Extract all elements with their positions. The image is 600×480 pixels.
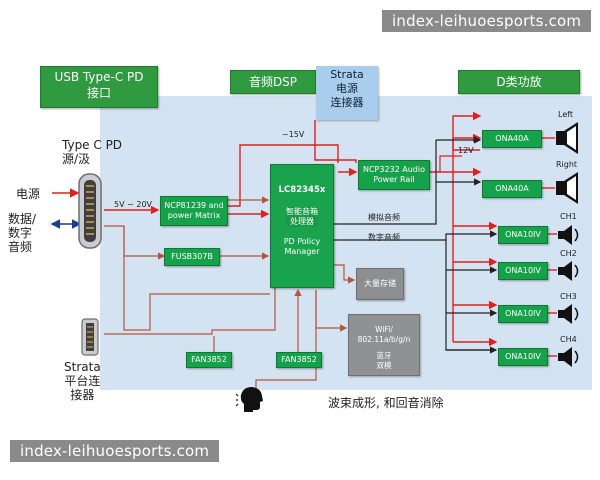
- speaker-label-left: Left: [558, 110, 574, 119]
- lc82345x-block: LC82345x 智能音箱 处理器 PD Policy Manager: [270, 164, 334, 288]
- typec-connector-icon: [78, 173, 102, 249]
- speaker-label-right: Right: [556, 160, 578, 169]
- wifi-label: WiFi/ 802.11a/b/g/n: [357, 325, 411, 344]
- pd-policy-manager-label: PD Policy Manager: [283, 237, 321, 256]
- ona40a-right-block: ONA40A: [482, 180, 542, 198]
- smart-speaker-processor-label: 智能音箱 处理器: [286, 207, 318, 227]
- left-speaker-icon: [556, 122, 578, 154]
- ona40a-left-block: ONA40A: [482, 130, 542, 148]
- ona10iv-ch2-block: ONA10IV: [498, 262, 548, 280]
- speaker-label-ch2: CH2: [560, 249, 577, 258]
- speaker-label-ch3: CH3: [560, 292, 577, 301]
- watermark-bottom: index-leihuoesports.com: [10, 440, 220, 462]
- ncp81239-power-matrix-block: NCP81239 and power Matrix: [160, 196, 228, 226]
- ona10iv-ch1-block: ONA10IV: [498, 226, 548, 244]
- right-speaker-icon: [556, 172, 578, 204]
- wire-label-5v-20v: 5V ~ 20V: [114, 200, 153, 209]
- lc82345x-title: LC82345x: [278, 185, 326, 195]
- wire-label-12v: 12V: [458, 146, 474, 155]
- strata-platform-connector-icon: [81, 318, 99, 356]
- strata-power-connector-header: Strata 电源 连接器: [316, 66, 378, 120]
- class-d-amp-header: D类功放: [458, 70, 580, 94]
- typec-pd-source-sink-label: Type C PD 源/汲: [62, 138, 123, 166]
- ncp3232-audio-power-rail-block: NCP3232 Audio Power Rail: [358, 160, 430, 190]
- ona10iv-ch4-block: ONA10IV: [498, 348, 548, 366]
- ch1-speaker-icon: [558, 225, 579, 245]
- fan3852-block-1: FAN3852: [186, 352, 232, 368]
- ch3-speaker-icon: [558, 304, 579, 324]
- fan3852-block-2: FAN3852: [276, 352, 322, 368]
- bluetooth-label: 蓝牙 双模: [376, 351, 392, 370]
- data-audio-label: 数据/ 数字 音频: [8, 212, 37, 254]
- wire-label-15v: ~15V: [282, 130, 305, 139]
- beamforming-echo-cancel-label: 波束成形, 和回音消除: [328, 396, 444, 410]
- power-label: 电源: [16, 187, 41, 201]
- audio-dsp-header: 音频DSP: [230, 70, 316, 94]
- ona10iv-ch3-block: ONA10IV: [498, 305, 548, 323]
- wire-label-digital-audio: 数字音频: [368, 233, 400, 242]
- wifi-bt-block: WiFi/ 802.11a/b/g/n 蓝牙 双模: [348, 314, 420, 376]
- strata-platform-label: Strata 平台连 接器: [64, 360, 101, 402]
- speaker-label-ch4: CH4: [560, 335, 577, 344]
- ch4-speaker-icon: [558, 347, 579, 367]
- ch2-speaker-icon: [558, 261, 579, 281]
- watermark-top: index-leihuoesports.com: [382, 10, 592, 32]
- mass-storage-block: 大量存储: [356, 268, 404, 300]
- speaker-label-ch1: CH1: [560, 212, 577, 221]
- speaking-head-icon: [236, 387, 263, 412]
- usb-typec-pd-header: USB Type-C PD 接口: [40, 66, 158, 108]
- fusb307b-block: FUSB307B: [164, 248, 220, 266]
- wire-label-analog-audio: 模拟音频: [368, 213, 400, 222]
